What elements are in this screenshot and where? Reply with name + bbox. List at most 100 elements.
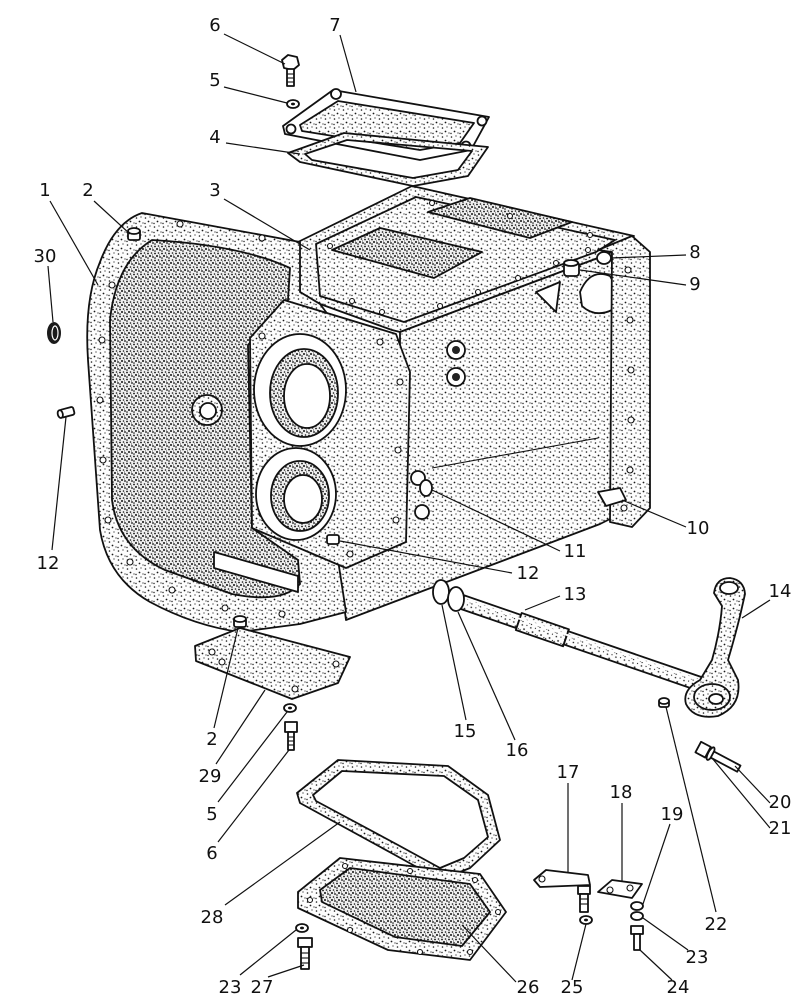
lower-bearing-bore: [255, 447, 337, 541]
lock-lever-17: [533, 869, 591, 913]
bolt: [284, 721, 298, 751]
leader-line: [571, 923, 587, 981]
oil-pan: [297, 857, 507, 961]
leader-line: [217, 711, 288, 803]
washer: [630, 911, 644, 921]
bolt: [630, 925, 644, 951]
leader-line: [441, 604, 467, 721]
ring-15: [432, 579, 450, 605]
callout-label: 6: [209, 15, 220, 36]
callout-label: 14: [769, 581, 792, 602]
bell-housing-rim-holes: [96, 220, 286, 618]
leader-line: [610, 254, 687, 259]
dowel-pin: [326, 534, 340, 545]
leader-line: [642, 917, 689, 951]
callout-label: 9: [689, 274, 700, 295]
plug-30: [47, 322, 61, 344]
bolt-with-washer: [694, 740, 742, 773]
leader-line: [223, 198, 311, 251]
leader-line: [223, 86, 288, 104]
callout-label: 3: [209, 180, 220, 201]
leader-line: [93, 200, 131, 235]
leader-line: [457, 611, 516, 741]
ring-16: [447, 586, 465, 612]
leader-line: [639, 949, 673, 981]
rear-flange-holes: [620, 266, 635, 512]
washer: [286, 99, 300, 109]
dowel-pin: [127, 227, 141, 241]
bore-11: [419, 479, 433, 497]
leader-lines: [47, 33, 771, 983]
callout-label: 6: [206, 843, 217, 864]
leader-line: [741, 599, 771, 619]
leader-line: [579, 269, 687, 286]
callout-label: 13: [564, 584, 587, 605]
lock-plate-18: [597, 879, 643, 899]
leader-line: [223, 33, 286, 65]
top-frame-holes: [326, 199, 594, 316]
washer: [283, 703, 297, 713]
callout-label: 15: [454, 721, 477, 742]
callout-label: 25: [561, 977, 584, 998]
leader-line: [47, 265, 54, 323]
callout-label: 20: [769, 792, 792, 813]
callout-label: 18: [610, 782, 633, 803]
callout-label: 26: [517, 977, 540, 998]
leader-line: [665, 706, 717, 913]
plug-8: [596, 251, 612, 265]
leader-line: [461, 924, 517, 983]
washer: [630, 901, 644, 911]
callout-label: 5: [206, 804, 217, 825]
cavity-window: [213, 551, 299, 593]
pin-22: [658, 697, 670, 708]
callout-label: 12: [37, 553, 60, 574]
callout-label: 1: [39, 180, 50, 201]
top-cover-gasket: [287, 132, 489, 187]
callout-label: 23: [686, 947, 709, 968]
callout-labels: 6 7 5 4 1 2 3 30 8 9 12 10 11 12 13 14 1…: [34, 15, 792, 998]
lever: [684, 577, 746, 718]
callout-label: 23: [219, 977, 242, 998]
callout-label: 12: [517, 563, 540, 584]
callout-label: 28: [201, 907, 224, 928]
part-10: [597, 487, 627, 507]
callout-label: 19: [661, 804, 684, 825]
top-opening-front: [331, 227, 483, 279]
callout-label: 17: [557, 762, 580, 783]
bearing-plate-holes: [258, 332, 404, 558]
callout-label: 4: [209, 127, 220, 148]
callout-label: 16: [506, 740, 529, 761]
leader-line: [734, 765, 771, 804]
callout-label: 27: [251, 977, 274, 998]
side-wall-notch: [535, 281, 561, 313]
callout-label: 7: [329, 15, 340, 36]
leader-line: [51, 416, 67, 551]
leader-line: [711, 757, 771, 829]
leader-line: [217, 749, 290, 843]
callout-label: 2: [206, 729, 217, 750]
callout-label: 29: [199, 766, 222, 787]
side-wall-rib: [431, 437, 599, 469]
leader-line: [49, 200, 99, 286]
bottom-cover: [194, 627, 351, 700]
leader-line: [621, 499, 687, 528]
housing: [86, 185, 651, 633]
leader-line: [267, 964, 305, 978]
oil-pan-gasket: [296, 759, 501, 881]
callout-label: 10: [687, 518, 710, 539]
leader-line: [215, 689, 266, 765]
leader-line: [224, 821, 341, 906]
leader-line: [239, 929, 297, 976]
callout-label: 2: [82, 180, 93, 201]
leader-line: [339, 34, 357, 93]
bolt: [281, 54, 300, 87]
leader-line: [213, 627, 239, 729]
dowel-pin: [56, 406, 76, 419]
callout-label: 22: [705, 914, 728, 935]
leader-line: [642, 823, 671, 905]
callout-label: 24: [667, 977, 690, 998]
leader-line: [339, 540, 513, 574]
washer: [295, 923, 309, 933]
callout-label: 30: [34, 246, 57, 267]
